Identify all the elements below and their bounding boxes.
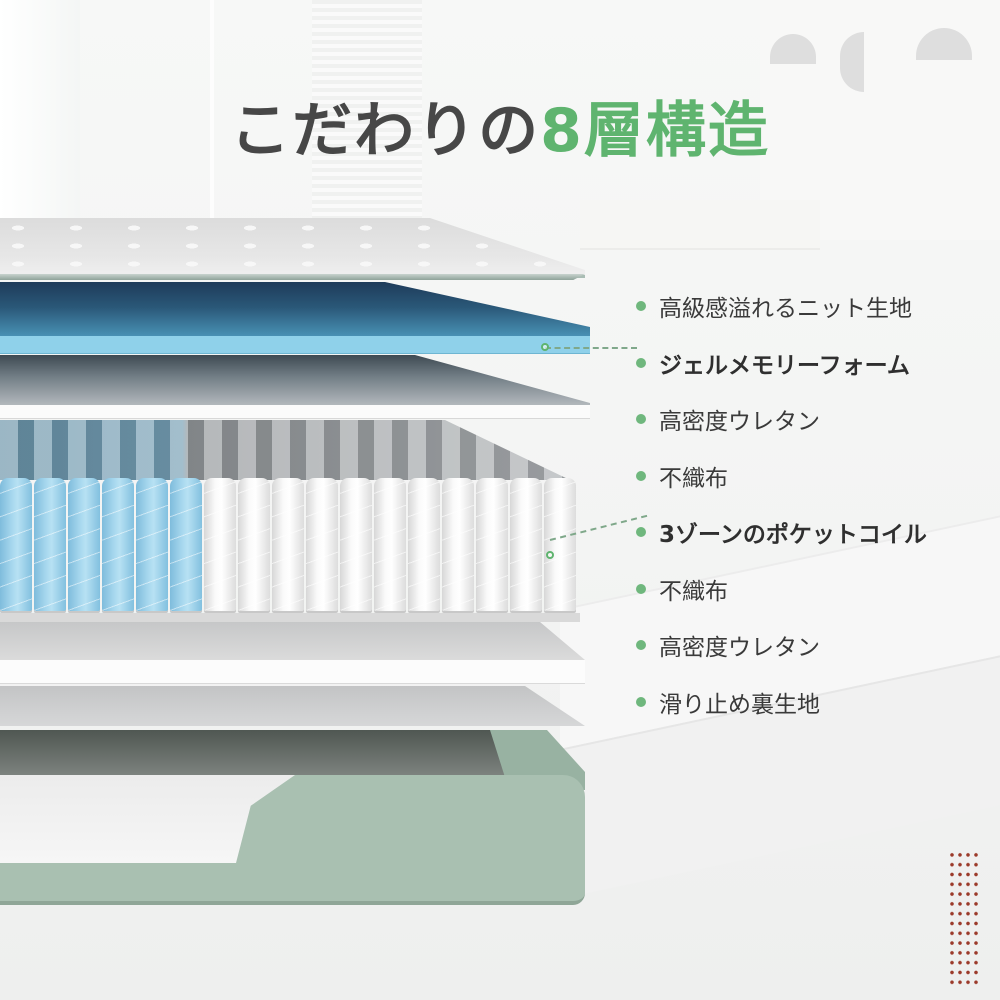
- shelf: [580, 200, 820, 250]
- bullet-icon: [636, 640, 646, 651]
- coil-blue: [34, 478, 66, 613]
- coil-white: [408, 478, 440, 613]
- curtain: [0, 0, 80, 220]
- list-item: 高密度ウレタン: [636, 391, 996, 448]
- coil-white: [544, 478, 576, 613]
- window-frame: [210, 0, 214, 220]
- layer-label: 高密度ウレタン: [659, 635, 820, 662]
- bullet-icon: [636, 470, 646, 481]
- layer-label: 不織布: [659, 465, 728, 492]
- layer-label: 3ゾーンのポケットコイル: [659, 522, 927, 549]
- list-item: 高密度ウレタン: [636, 617, 996, 674]
- layer-label: ジェルメモリーフォーム: [659, 352, 910, 379]
- coil-blue: [136, 478, 168, 613]
- list-item: 滑り止め裏生地: [636, 674, 996, 731]
- coil-white: [442, 478, 474, 613]
- connector-line-gel: [545, 347, 637, 349]
- layer-high-density-urethan: [0, 405, 590, 419]
- list-item: 3ゾーンのポケットコイル: [636, 504, 996, 561]
- coil-white: [238, 478, 270, 613]
- list-item: 高級感溢れるニット生地: [636, 278, 996, 335]
- window-blind: [312, 0, 422, 220]
- knit-fabric-edge: [0, 274, 585, 280]
- wall-art-shape: [770, 34, 816, 64]
- layer-high-density-urethan-lower: [0, 660, 585, 684]
- layer-non-woven-lower: [0, 613, 580, 622]
- list-item: ジェルメモリーフォーム: [636, 335, 996, 392]
- title-accent: 8層構造: [540, 96, 770, 166]
- layer-label: 滑り止め裏生地: [659, 691, 820, 718]
- coil-blue: [102, 478, 134, 613]
- bullet-icon: [636, 414, 646, 425]
- title-prefix: こだわりの: [230, 96, 541, 166]
- layer-labels-list: 高級感溢れるニット生地 ジェルメモリーフォーム 高密度ウレタン 不織布 3ゾーン…: [636, 278, 996, 730]
- bullet-icon: [636, 357, 646, 368]
- coil-white: [510, 478, 542, 613]
- coil-white: [374, 478, 406, 613]
- bullet-icon: [636, 696, 646, 707]
- connector-anchor-gel: [541, 343, 549, 351]
- base-cover: [0, 775, 585, 905]
- coil-white: [306, 478, 338, 613]
- layer-high-density-urethan-lower-top: [0, 622, 585, 662]
- coil-white: [272, 478, 304, 613]
- layer-gel-memory-foam: [0, 336, 590, 354]
- layer-non-slip-fabric: [0, 686, 585, 726]
- bullet-icon: [636, 301, 646, 312]
- layer-label: 不織布: [659, 578, 728, 605]
- coil-blue: [68, 478, 100, 613]
- wall-art-shape: [840, 32, 864, 92]
- list-item: 不織布: [636, 561, 996, 618]
- bullet-icon: [636, 527, 646, 538]
- layer-label: 高級感溢れるニット生地: [659, 296, 912, 323]
- coil-white: [476, 478, 508, 613]
- coil-blue: [0, 478, 32, 613]
- bullet-icon: [636, 583, 646, 594]
- coil-white: [204, 478, 236, 613]
- base-cover-inner: [0, 730, 510, 775]
- list-item: 不織布: [636, 448, 996, 505]
- base-cover-cutaway: [0, 775, 295, 863]
- page-title: こだわりの8層構造: [0, 82, 1000, 169]
- connector-anchor-coil: [546, 551, 554, 559]
- layer-label: 高密度ウレタン: [659, 409, 820, 436]
- layer-pocket-coils: [0, 478, 580, 613]
- coil-white: [340, 478, 372, 613]
- coil-blue: [170, 478, 202, 613]
- decorative-dot-grid: [948, 850, 980, 988]
